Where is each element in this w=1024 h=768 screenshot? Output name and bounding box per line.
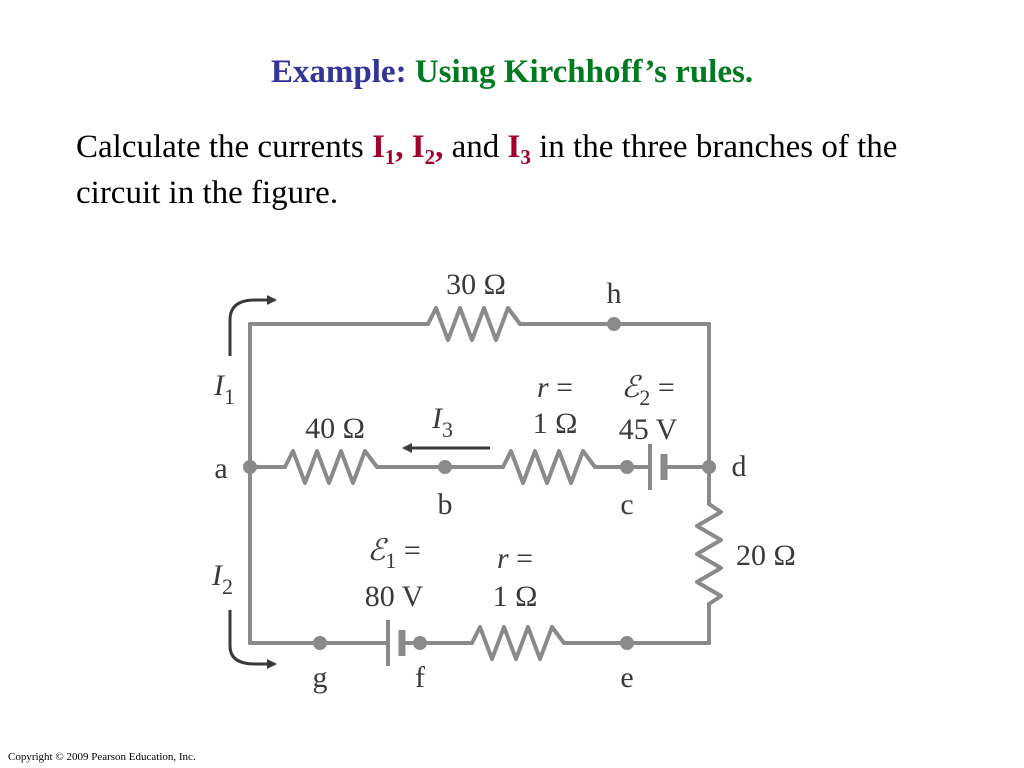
emf2-value: 45 V	[619, 413, 678, 446]
resistor-20-ohm-label: 20 Ω	[736, 539, 796, 572]
current-i3-label: I3	[431, 402, 453, 442]
node-label-g: g	[313, 661, 328, 694]
emf1-label: ℰ1 =	[367, 534, 421, 573]
node-dot-h	[607, 317, 621, 331]
emf2-label: ℰ2 =	[621, 371, 675, 410]
node-dot-g	[313, 636, 327, 650]
node-label-a: a	[214, 452, 227, 485]
node-label-f: f	[415, 661, 425, 694]
problem-text-before: Calculate the currents	[76, 129, 372, 165]
problem-statement: Calculate the currents I1, I2, and I3 in…	[76, 124, 976, 216]
node-label-c: c	[620, 488, 633, 521]
node-dot-c	[620, 460, 634, 474]
resistor-30-ohm-zigzag	[426, 306, 522, 342]
internal-resistance-top-line1: r =	[537, 371, 573, 404]
current-i2-arrow	[228, 610, 277, 669]
node-dot-b	[438, 460, 452, 474]
node-label-b: b	[438, 488, 453, 521]
node-label-h: h	[607, 277, 622, 310]
node-dot-a	[243, 460, 257, 474]
node-dot-d	[702, 460, 716, 474]
copyright-notice: Copyright © 2009 Pearson Education, Inc.	[8, 751, 196, 763]
current-i1-label: I1,	[371, 129, 404, 169]
resistor-40-ohm-label: 40 Ω	[305, 412, 365, 445]
current-i1-arrow	[228, 295, 277, 356]
current-i2-label: I2,	[411, 129, 444, 169]
internal-resistance-bottom-line2: 1 Ω	[493, 580, 538, 613]
problem-text-mid: and	[443, 129, 508, 165]
internal-resistance-bottom-line1: r =	[497, 542, 533, 575]
resistor-r-bottom-zigzag	[470, 625, 566, 661]
slide-title: Example: Using Kirchhoff’s rules.	[0, 52, 1024, 92]
title-topic: Using Kirchhoff’s rules.	[414, 54, 754, 90]
current-i2-label: I2	[211, 559, 233, 599]
node-dot-f	[413, 636, 427, 650]
title-lead: Example:	[270, 54, 407, 90]
resistor-20-ohm-zigzag	[695, 502, 723, 606]
node-label-e: e	[620, 661, 633, 694]
problem-text-after: in the three branches of the circuit in …	[76, 129, 898, 211]
node-dot-e	[620, 636, 634, 650]
resistor-r-top-zigzag	[501, 449, 597, 485]
node-label-d: d	[732, 450, 747, 483]
resistor-40-ohm-zigzag	[283, 449, 379, 485]
emf1-value: 80 V	[365, 580, 424, 613]
internal-resistance-top-line2: 1 Ω	[533, 407, 578, 440]
current-i3-label: I3	[507, 129, 531, 169]
current-i1-label: I1	[213, 369, 235, 409]
resistor-30-ohm-label: 30 Ω	[446, 268, 506, 301]
